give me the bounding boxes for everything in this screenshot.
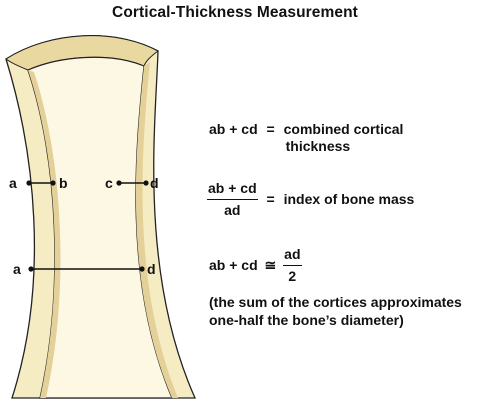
point-d-upper [143, 180, 149, 186]
note-line1: (the sum of the cortices approximates [209, 294, 462, 310]
label-a-upper: a [9, 175, 17, 191]
label-d-upper: d [150, 175, 159, 191]
formula3-numerator: ad [283, 246, 302, 266]
point-d-lower [139, 266, 145, 272]
formula3-approx: ≅ [264, 257, 277, 273]
formula2-numerator: ab + cd [207, 180, 258, 200]
diagram-title: Cortical-Thickness Measurement [112, 4, 358, 21]
formula1-lhs: ab + cd [209, 121, 258, 137]
point-a-lower [28, 266, 34, 272]
formula-combined-thickness: ab + cd = combined cortical thickness [209, 121, 403, 155]
formula2-rhs: index of bone mass [283, 191, 415, 207]
cortex-shade-left [28, 70, 61, 398]
formula3-lhs: ab + cd [209, 257, 258, 273]
formula1-rhs: combined cortical thickness [284, 121, 404, 155]
formula3-denominator: 2 [288, 268, 297, 284]
formula3-fraction: ad 2 [283, 246, 302, 285]
approximation-note: (the sum of the cortices approximates on… [209, 293, 462, 329]
formula1-rhs-line1: combined cortical [283, 121, 404, 137]
bone-diagram: a b c d a d [5, 35, 197, 399]
point-c [116, 180, 122, 186]
label-a-lower: a [13, 261, 21, 277]
formula1-equals: = [266, 121, 275, 137]
formula-bone-mass-index: ab + cd ad = index of bone mass [207, 180, 414, 219]
formula2-denominator: ad [224, 202, 241, 218]
formula-approximation: ab + cd ≅ ad 2 [209, 246, 302, 285]
formula1-rhs-line2: thickness [285, 138, 351, 154]
point-b [50, 180, 56, 186]
note-line2: one-half the bone’s diameter) [209, 312, 404, 328]
label-d-lower: d [147, 261, 156, 277]
formula2-equals: = [266, 191, 275, 207]
cortex-shade-right [135, 62, 178, 398]
label-c: c [105, 175, 113, 191]
formula2-fraction: ab + cd ad [207, 180, 258, 219]
label-b: b [59, 175, 68, 191]
point-a-upper [26, 180, 32, 186]
